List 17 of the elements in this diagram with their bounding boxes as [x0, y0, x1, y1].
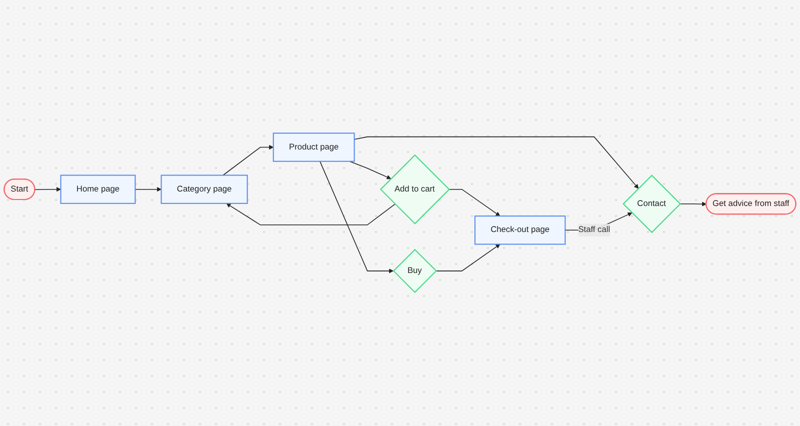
arrow: [354, 136, 639, 190]
edge-label: Staff call: [578, 226, 610, 235]
node-diamond: Contact: [622, 175, 682, 234]
arrow: [226, 204, 396, 226]
node-box: Product page: [272, 132, 355, 162]
arrow: [436, 244, 500, 272]
arrow: [320, 161, 394, 274]
node-box: Home page: [60, 175, 136, 204]
arrow: [134, 187, 162, 192]
node-box: Category page: [160, 175, 248, 204]
node-box: Check-out page: [474, 216, 566, 246]
arrow: [34, 187, 61, 192]
arrow: [222, 145, 274, 176]
node-diamond: Add to cart: [380, 154, 450, 225]
node-diamond: Buy: [392, 249, 437, 294]
arrow: [680, 202, 707, 207]
arrow: [448, 189, 500, 217]
